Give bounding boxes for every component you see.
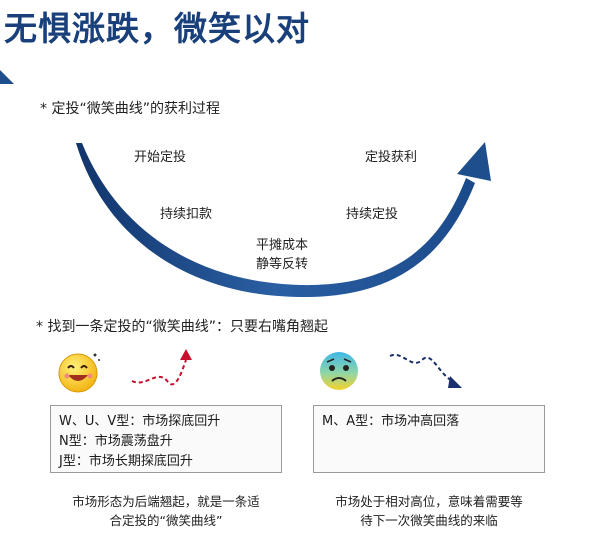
label-start: 开始定投: [134, 150, 187, 165]
right-note-line: 市场处于相对高位，意味着需要等: [335, 494, 523, 509]
label-bottom-line2: 静等反转: [255, 257, 308, 272]
left-pattern-box: W、U、V型：市场探底回升 N型：市场震荡盘升 J型：市场长期探底回升: [50, 405, 282, 473]
left-note-line: 市场形态为后端翘起，就是一条适: [72, 494, 260, 509]
section1-heading: * 定投“微笑曲线”的获利过程: [40, 101, 220, 117]
label-bottom: 平摊成本 静等反转: [250, 236, 314, 274]
left-box-line: N型：市场震荡盘升: [59, 434, 173, 449]
label-deduct: 持续扣款: [160, 207, 213, 222]
navy-dashed-arrow-icon: [389, 353, 462, 388]
label-profit: 定投获利: [365, 150, 418, 165]
corner-triangle-decoration: [0, 70, 14, 84]
smile-curve-arrowhead: [457, 142, 491, 181]
happy-face-icon: [58, 353, 100, 393]
left-note: 市场形态为后端翘起，就是一条适 合定投的“微笑曲线”: [50, 492, 282, 530]
right-note-line: 待下一次微笑曲线的来临: [360, 513, 498, 528]
right-box-line: M、A型：市场冲高回落: [322, 414, 460, 429]
red-dashed-arrow-icon: [131, 349, 192, 386]
left-box-line: W、U、V型：市场探底回升: [59, 414, 221, 429]
smile-curve-band: [76, 143, 475, 298]
right-pattern-box: M、A型：市场冲高回落: [313, 405, 545, 473]
left-note-line: 合定投的“微笑曲线”: [109, 513, 223, 528]
left-box-line: J型：市场长期探底回升: [59, 454, 193, 469]
worried-face-icon: [320, 352, 358, 390]
right-note: 市场处于相对高位，意味着需要等 待下一次微笑曲线的来临: [313, 492, 545, 530]
page-title: 无惧涨跌，微笑以对: [4, 9, 310, 48]
label-bottom-line1: 平摊成本: [255, 238, 308, 253]
label-continue: 持续定投: [346, 207, 399, 222]
section2-heading: * 找到一条定投的“微笑曲线”：只要右嘴角翘起: [36, 319, 328, 335]
